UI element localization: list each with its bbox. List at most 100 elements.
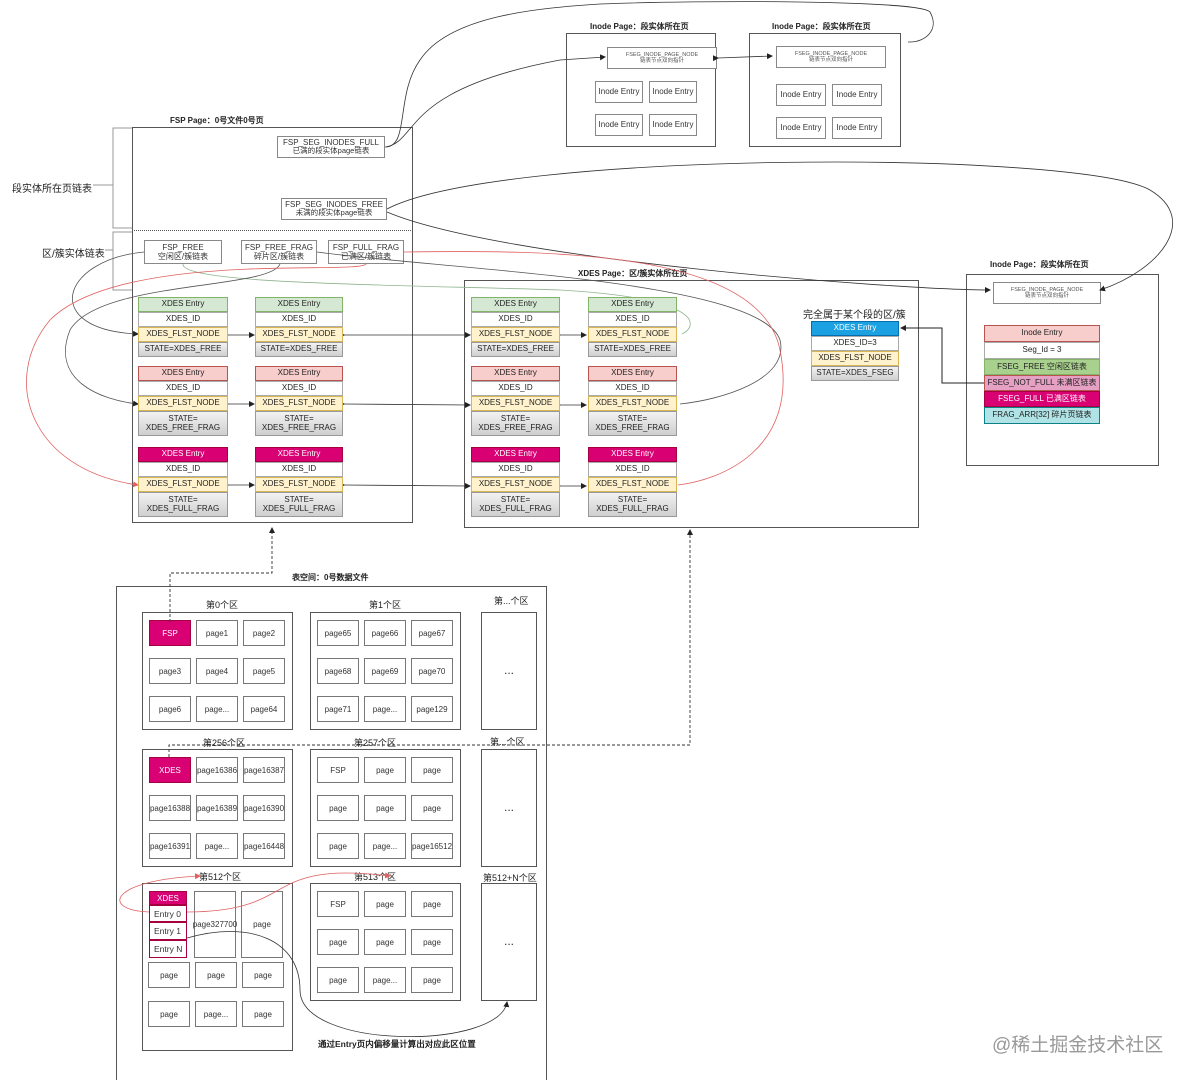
inode-entry: Inode Entry (595, 81, 643, 103)
xdes-entry-node: XDES_FLST_NODE (471, 396, 560, 411)
page-cell: page16390 (243, 795, 285, 821)
page-cell: page... (364, 967, 406, 993)
xdes-entry-state-line-0: STATE= (284, 413, 314, 423)
xdes-entry-node: XDES_FLST_NODE (255, 327, 343, 342)
page-cell: page (364, 795, 406, 821)
page-cell: page (364, 757, 406, 783)
page-cell: page (195, 962, 237, 988)
xdes-entry-state-line-1: XDES_FULL_FRAG (146, 503, 220, 513)
offset-note: 通过Entry页内偏移量计算出对应此区位置 (318, 1039, 476, 1049)
fseg-full-list: FSEG_FULL 已满区链表 (984, 391, 1100, 407)
page-cell: FSP (317, 891, 359, 917)
xdes-entry-node: XDES_FLST_NODE (255, 477, 343, 492)
segment-list-label: 段实体所在页链表 (12, 184, 92, 195)
page-cell: page (411, 929, 453, 955)
xdes-entry-id: XDES_ID (588, 462, 677, 477)
xdes-entry-node: XDES_FLST_NODE (255, 396, 343, 411)
page-cell: page5 (243, 658, 285, 684)
xdes-entry-id: XDES_ID (255, 381, 343, 396)
xdes-entry-state: STATE=XDES_FULL_FRAG (138, 492, 228, 517)
xdes-entry-id: XDES_ID (471, 312, 560, 327)
xdes-entry-header: XDES Entry (255, 447, 343, 462)
page-cell: page (242, 962, 284, 988)
inode-page-node-2: FSEG_INODE_PAGE_NODE 链表节点双向指针 (776, 46, 886, 68)
inode-entry: Inode Entry (776, 84, 826, 106)
xdes-entry-state: STATE=XDES_FREE (588, 342, 677, 357)
xdes-entry-node: XDES_FLST_NODE (588, 477, 677, 492)
xdes-entry-id: XDES_ID (588, 381, 677, 396)
xdes-entry-id: XDES_ID (255, 312, 343, 327)
xdes-entry-state-line-0: STATE= (284, 494, 314, 504)
fseg-xdes-header: XDES Entry (811, 321, 899, 336)
page-cell: page129 (411, 696, 453, 722)
page-cell: page69 (364, 658, 406, 684)
inode-node-desc: 链表节点双向指针 (639, 58, 684, 64)
xdes-page-title: XDES Page：区/簇实体所在页 (578, 269, 688, 278)
page-cell: page2 (243, 620, 285, 646)
xdes-entry-header: XDES Entry (471, 447, 560, 462)
page-cell: page (148, 962, 190, 988)
xdes-entry-state-line-0: STATE= (617, 494, 648, 504)
extent-n2: ... (481, 749, 537, 867)
xdes-entry-state-line-1: XDES_FREE_FRAG (261, 422, 337, 432)
page-cell: page (411, 891, 453, 917)
xdes-entry-id: XDES_ID (255, 462, 343, 477)
xdes-entry-state-line-0: STATE= (500, 413, 531, 423)
page-cell: page (148, 1001, 190, 1027)
extent-512n-title: 第512+N个区 (483, 873, 537, 883)
page-cell: page (411, 757, 453, 783)
fsp-full-frag-name: FSP_FULL_FRAG (332, 242, 400, 252)
page-cell: page (364, 891, 406, 917)
fsp-free-frag-list: FSP_FREE_FRAG 碎片区/簇链表 (241, 240, 317, 264)
inode-entry: Inode Entry (832, 117, 882, 139)
xdes-entry-id: XDES_ID (471, 462, 560, 477)
xdes-entry-state-line-1: XDES_FULL_FRAG (479, 503, 552, 513)
page-cell: page16387 (243, 757, 285, 783)
xdes-entry-state: STATE=XDES_FREE_FRAG (471, 411, 560, 436)
xdes-entry-state: STATE=XDES_FREE_FRAG (588, 411, 677, 436)
frag-arr-list: FRAG_ARR[32] 碎片页链表 (984, 407, 1100, 424)
ellipsis: ... (504, 934, 515, 948)
xdes-entry-node: XDES_FLST_NODE (588, 396, 677, 411)
inode-page-title-3: Inode Page：段实体所在页 (990, 260, 1089, 269)
inode-node-desc: 链表节点双向指针 (808, 57, 853, 63)
extent-n2-title: 第...个区 (490, 737, 525, 747)
fsp-free-frag-name: FSP_FREE_FRAG (244, 242, 313, 252)
inode-entry: Inode Entry (595, 114, 643, 136)
page-cell: page6 (149, 696, 191, 722)
xdes-entry-id: XDES_ID (138, 462, 228, 477)
xdes-entry-state: STATE=XDES_FULL_FRAG (588, 492, 677, 517)
xdes-entry-id: XDES_ID (138, 381, 228, 396)
xdes-entry-node: XDES_FLST_NODE (588, 327, 677, 342)
fsp-full-frag-desc: 已满区/簇链表 (340, 252, 392, 261)
extent-256-title: 第256个区 (203, 738, 246, 748)
fsp-free-list: FSP_FREE 空闲区/簇链表 (144, 240, 222, 264)
inode-node-desc: 链表节点双向指针 (1024, 293, 1069, 299)
xdes-entry-id: XDES_ID (588, 312, 677, 327)
page-cell: page4 (196, 658, 238, 684)
xdes-entry-header: XDES Entry (255, 297, 343, 312)
inode-detail-seg-id: Seg_Id = 3 (984, 342, 1100, 359)
page-cell: page70 (411, 658, 453, 684)
fsp-seg-inodes-full: FSP_SEG_INODES_FULL 已满的段实体page链表 (277, 136, 385, 158)
inode-page-title-1: Inode Page：段实体所在页 (590, 22, 689, 31)
page-cell: page71 (317, 696, 359, 722)
xdes-entry-header: XDES Entry (588, 447, 677, 462)
xdes-entry-state-line-0: STATE= (168, 494, 198, 504)
xdes-entry-state: STATE=XDES_FULL_FRAG (471, 492, 560, 517)
inode-page-node-1: FSEG_INODE_PAGE_NODE 链表节点双向指针 (607, 47, 717, 69)
xdes-entry-header: XDES Entry (471, 297, 560, 312)
entry-n: Entry N (149, 940, 187, 958)
page-cell: page... (196, 833, 238, 859)
fseg-xdes-state: STATE=XDES_FSEG (811, 366, 899, 381)
xdes-entry-header: XDES Entry (471, 366, 560, 381)
fsp-seg-inodes-full-name: FSP_SEG_INODES_FULL (282, 138, 380, 148)
fsp-seg-inodes-free-name: FSP_SEG_INODES_FREE (285, 200, 383, 210)
page-cell: page16389 (196, 795, 238, 821)
page-cell: page (317, 833, 359, 859)
page-cell: page (411, 795, 453, 821)
inode-page-title-2: Inode Page：段实体所在页 (772, 22, 871, 31)
